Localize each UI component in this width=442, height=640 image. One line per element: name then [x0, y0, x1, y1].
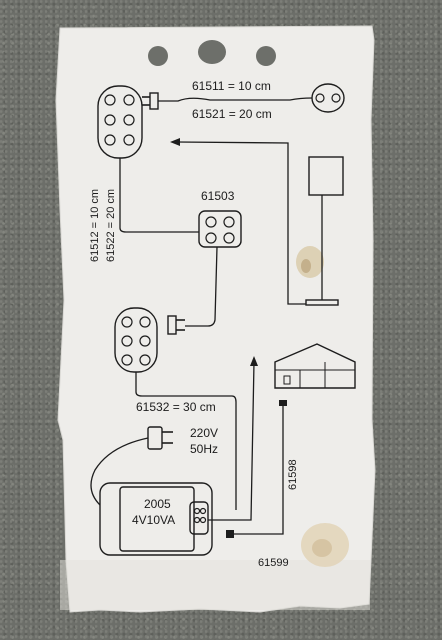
cable-block-to-distributor — [119, 158, 199, 233]
transformer-output — [189, 501, 209, 535]
label-voltage: 220V — [190, 426, 218, 440]
label-cable-short: 61511 = 10 cm — [192, 79, 271, 93]
label-transformer-model: 2005 — [144, 497, 171, 511]
label-frequency: 50Hz — [190, 442, 218, 456]
socket-hole — [104, 94, 116, 106]
socket-hole — [315, 93, 325, 103]
socket-hole — [199, 516, 207, 524]
plug-middle — [167, 315, 177, 335]
cable-block-to-transformer — [135, 372, 237, 510]
hanger-hole-right — [256, 46, 276, 66]
terminal-61599 — [226, 530, 234, 538]
cable-lamp — [176, 141, 306, 305]
socket-hole — [193, 507, 201, 515]
socket-hole — [331, 93, 341, 103]
cable-top — [158, 97, 313, 102]
socket-hole — [121, 316, 133, 328]
label-cable-long: 61521 = 20 cm — [192, 107, 272, 121]
socket-hole — [205, 216, 217, 228]
terminal-61598 — [279, 400, 287, 406]
hanger-hole-left — [148, 46, 168, 66]
socket-hole — [223, 232, 235, 244]
socket-hole — [223, 216, 235, 228]
socket-hole — [139, 354, 151, 366]
lamp-head — [308, 156, 344, 196]
stain-mid-core — [301, 259, 311, 273]
cable-mains — [90, 437, 149, 506]
arrow-head-left — [170, 138, 180, 146]
socket-hole — [121, 354, 133, 366]
label-vertical-part: 61598 — [287, 459, 299, 490]
label-transformer-rating: 4V10VA — [132, 513, 175, 527]
socket-hole — [139, 335, 151, 347]
house-outline — [274, 343, 356, 389]
transformer-face — [119, 486, 195, 552]
label-side-long: 61522 = 20 cm — [105, 189, 117, 262]
stain-bottom-core — [312, 539, 332, 557]
cable-distributor-to-plug — [185, 246, 218, 327]
socket-hole — [104, 114, 116, 126]
socket-hole — [139, 316, 151, 328]
socket-hole — [121, 335, 133, 347]
arrow-head-up — [250, 356, 258, 366]
label-cable-30: 61532 = 30 cm — [136, 400, 216, 414]
cable-house — [208, 361, 255, 521]
label-bottom-part: 61599 — [258, 557, 289, 569]
socket-hole — [123, 134, 135, 146]
socket-hole — [104, 134, 116, 146]
socket-hole — [205, 232, 217, 244]
house-window — [283, 375, 291, 385]
label-side-short: 61512 = 10 cm — [89, 189, 101, 262]
socket-hole — [199, 507, 207, 515]
socket-hole — [193, 516, 201, 524]
transformer-body — [99, 482, 213, 556]
card-shadow — [60, 560, 370, 610]
hanger-hole-center — [198, 40, 226, 64]
socket-hole — [123, 114, 135, 126]
socket-hole — [123, 94, 135, 106]
label-distributor: 61503 — [201, 189, 235, 203]
cable-part-61598 — [232, 403, 284, 535]
distributor-block — [198, 210, 242, 248]
